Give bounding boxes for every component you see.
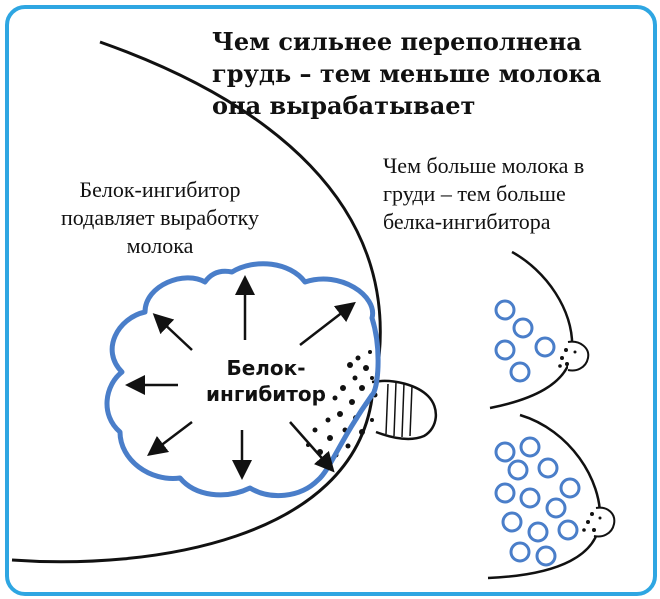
right-caption: Чем больше молока в груди – тем больше б…: [383, 152, 653, 236]
right-caption-line: белка-ингибитора: [383, 209, 551, 234]
title: Чем сильнее переполнена грудь – тем мень…: [212, 26, 632, 122]
duct-dots: [306, 350, 378, 458]
center-label-line: ингибитор: [206, 382, 326, 406]
center-label: Белок- ингибитор: [186, 355, 346, 407]
left-caption-line: подавляет выработку: [61, 205, 259, 230]
left-caption-line: Белок-ингибитор: [79, 177, 241, 202]
left-caption: Белок-ингибитор подавляет выработку моло…: [20, 176, 300, 260]
title-line: Чем сильнее переполнена: [212, 27, 582, 56]
right-caption-line: Чем больше молока в: [383, 153, 585, 178]
small-breast-more-milk: [487, 413, 616, 580]
left-caption-line: молока: [126, 233, 194, 258]
arrow-down-left: [147, 421, 193, 457]
arrow-down-right: [289, 421, 335, 473]
title-line: грудь – тем меньше молока: [212, 59, 602, 88]
arrow-up-right: [299, 301, 356, 346]
right-caption-line: груди – тем больше: [383, 181, 566, 206]
arrow-up-left: [152, 313, 193, 351]
pressure-arrows: [125, 275, 356, 480]
small-breast-less-milk: [489, 250, 590, 410]
title-line: она вырабатывает: [212, 91, 476, 120]
diagram-frame: [5, 5, 657, 596]
milk-blobs-few: [494, 299, 556, 383]
inhibitor-cloud: [104, 261, 381, 499]
milk-blobs-many: [494, 436, 581, 567]
nipple-ridges: [385, 381, 413, 438]
center-label-line: Белок-: [226, 356, 306, 380]
